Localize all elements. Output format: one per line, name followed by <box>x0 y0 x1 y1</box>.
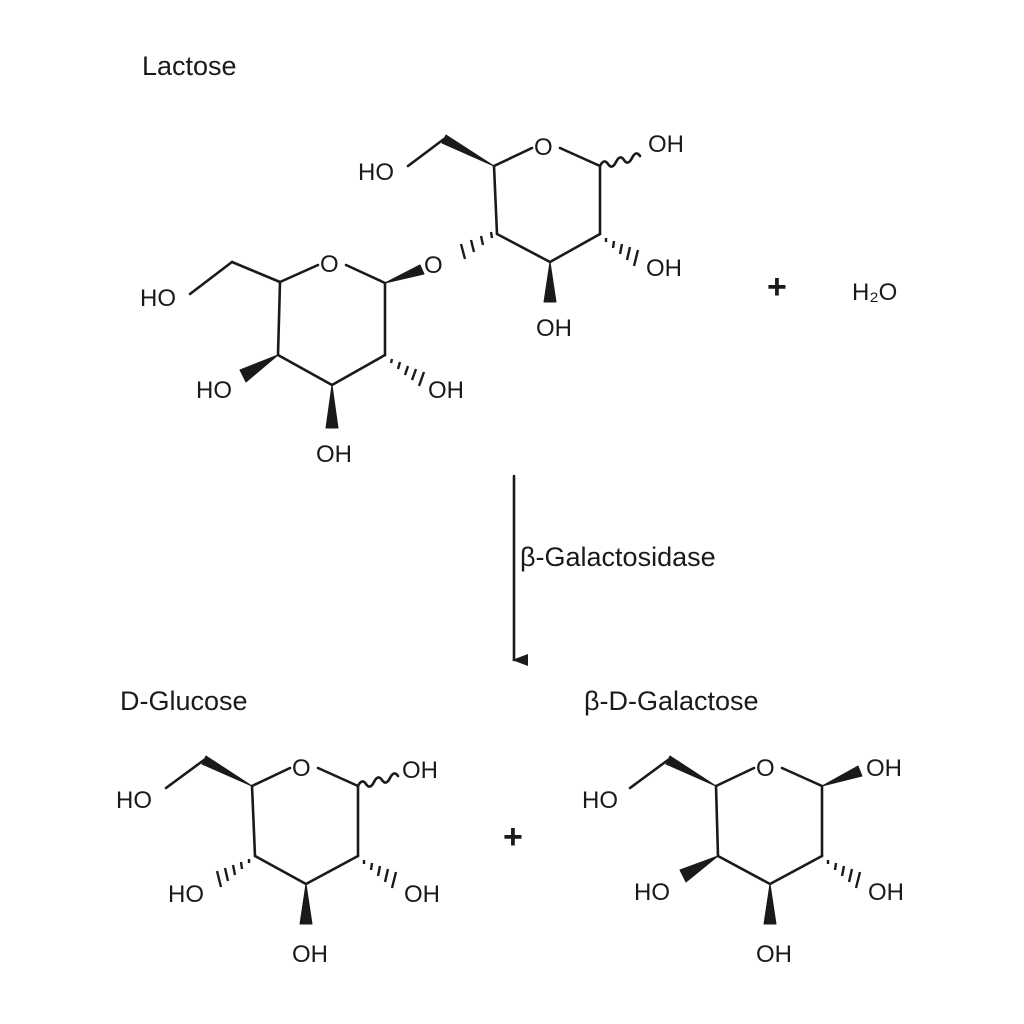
glucose-label: D-Glucose <box>120 686 248 716</box>
hashed-bond <box>826 860 862 889</box>
lactose-label: Lactose <box>142 51 237 81</box>
plus-sign: + <box>767 268 787 306</box>
hydroxyl-label: OH <box>292 941 328 968</box>
hydroxyl-label: OH <box>402 757 438 784</box>
hydroxyl-label: OH <box>404 881 440 908</box>
water-formula: H₂O <box>852 279 897 306</box>
enzyme-label: β-Galactosidase <box>520 542 716 572</box>
hydroxyl-label: OH <box>756 941 792 968</box>
hydroxyl-label: OH <box>428 377 464 404</box>
lactose-galactose-ring: O HO O OH OH HO <box>140 251 464 468</box>
ring-oxygen: O <box>756 755 775 782</box>
wavy-bond <box>356 772 400 788</box>
galactose-label: β-D-Galactose <box>584 686 759 716</box>
hashed-bond <box>215 859 251 888</box>
hydroxyl-label: OH <box>648 131 684 158</box>
hydroxyl-label: OH <box>646 255 682 282</box>
hydroxyl-label: HO <box>358 159 394 186</box>
hydroxyl-label: HO <box>196 377 232 404</box>
hydroxyl-label: HO <box>582 787 618 814</box>
hashed-bond <box>389 358 426 387</box>
hydroxyl-label: HO <box>116 787 152 814</box>
ring-oxygen: O <box>292 755 311 782</box>
hydroxyl-label: HO <box>168 881 204 908</box>
hydroxyl-label: OH <box>866 755 902 782</box>
hashed-bond <box>459 231 494 260</box>
glycosidic-oxygen: O <box>424 252 443 279</box>
hydroxyl-label: HO <box>634 879 670 906</box>
hydroxyl-label: OH <box>536 315 572 342</box>
hydroxyl-label: OH <box>868 879 904 906</box>
ring-oxygen: O <box>320 251 339 278</box>
lactose-glucose-ring: O HO OH OH OH <box>358 131 684 342</box>
glucose-ring: O HO OH OH OH HO <box>116 755 440 968</box>
hashed-bond <box>604 238 640 267</box>
wavy-bond <box>598 152 642 168</box>
hashed-bond <box>362 860 398 889</box>
galactose-ring: O HO OH OH OH HO <box>582 755 904 968</box>
hydroxyl-label: OH <box>316 441 352 468</box>
ring-oxygen: O <box>534 134 553 161</box>
hydroxyl-label: HO <box>140 285 176 312</box>
plus-sign: + <box>503 818 523 856</box>
